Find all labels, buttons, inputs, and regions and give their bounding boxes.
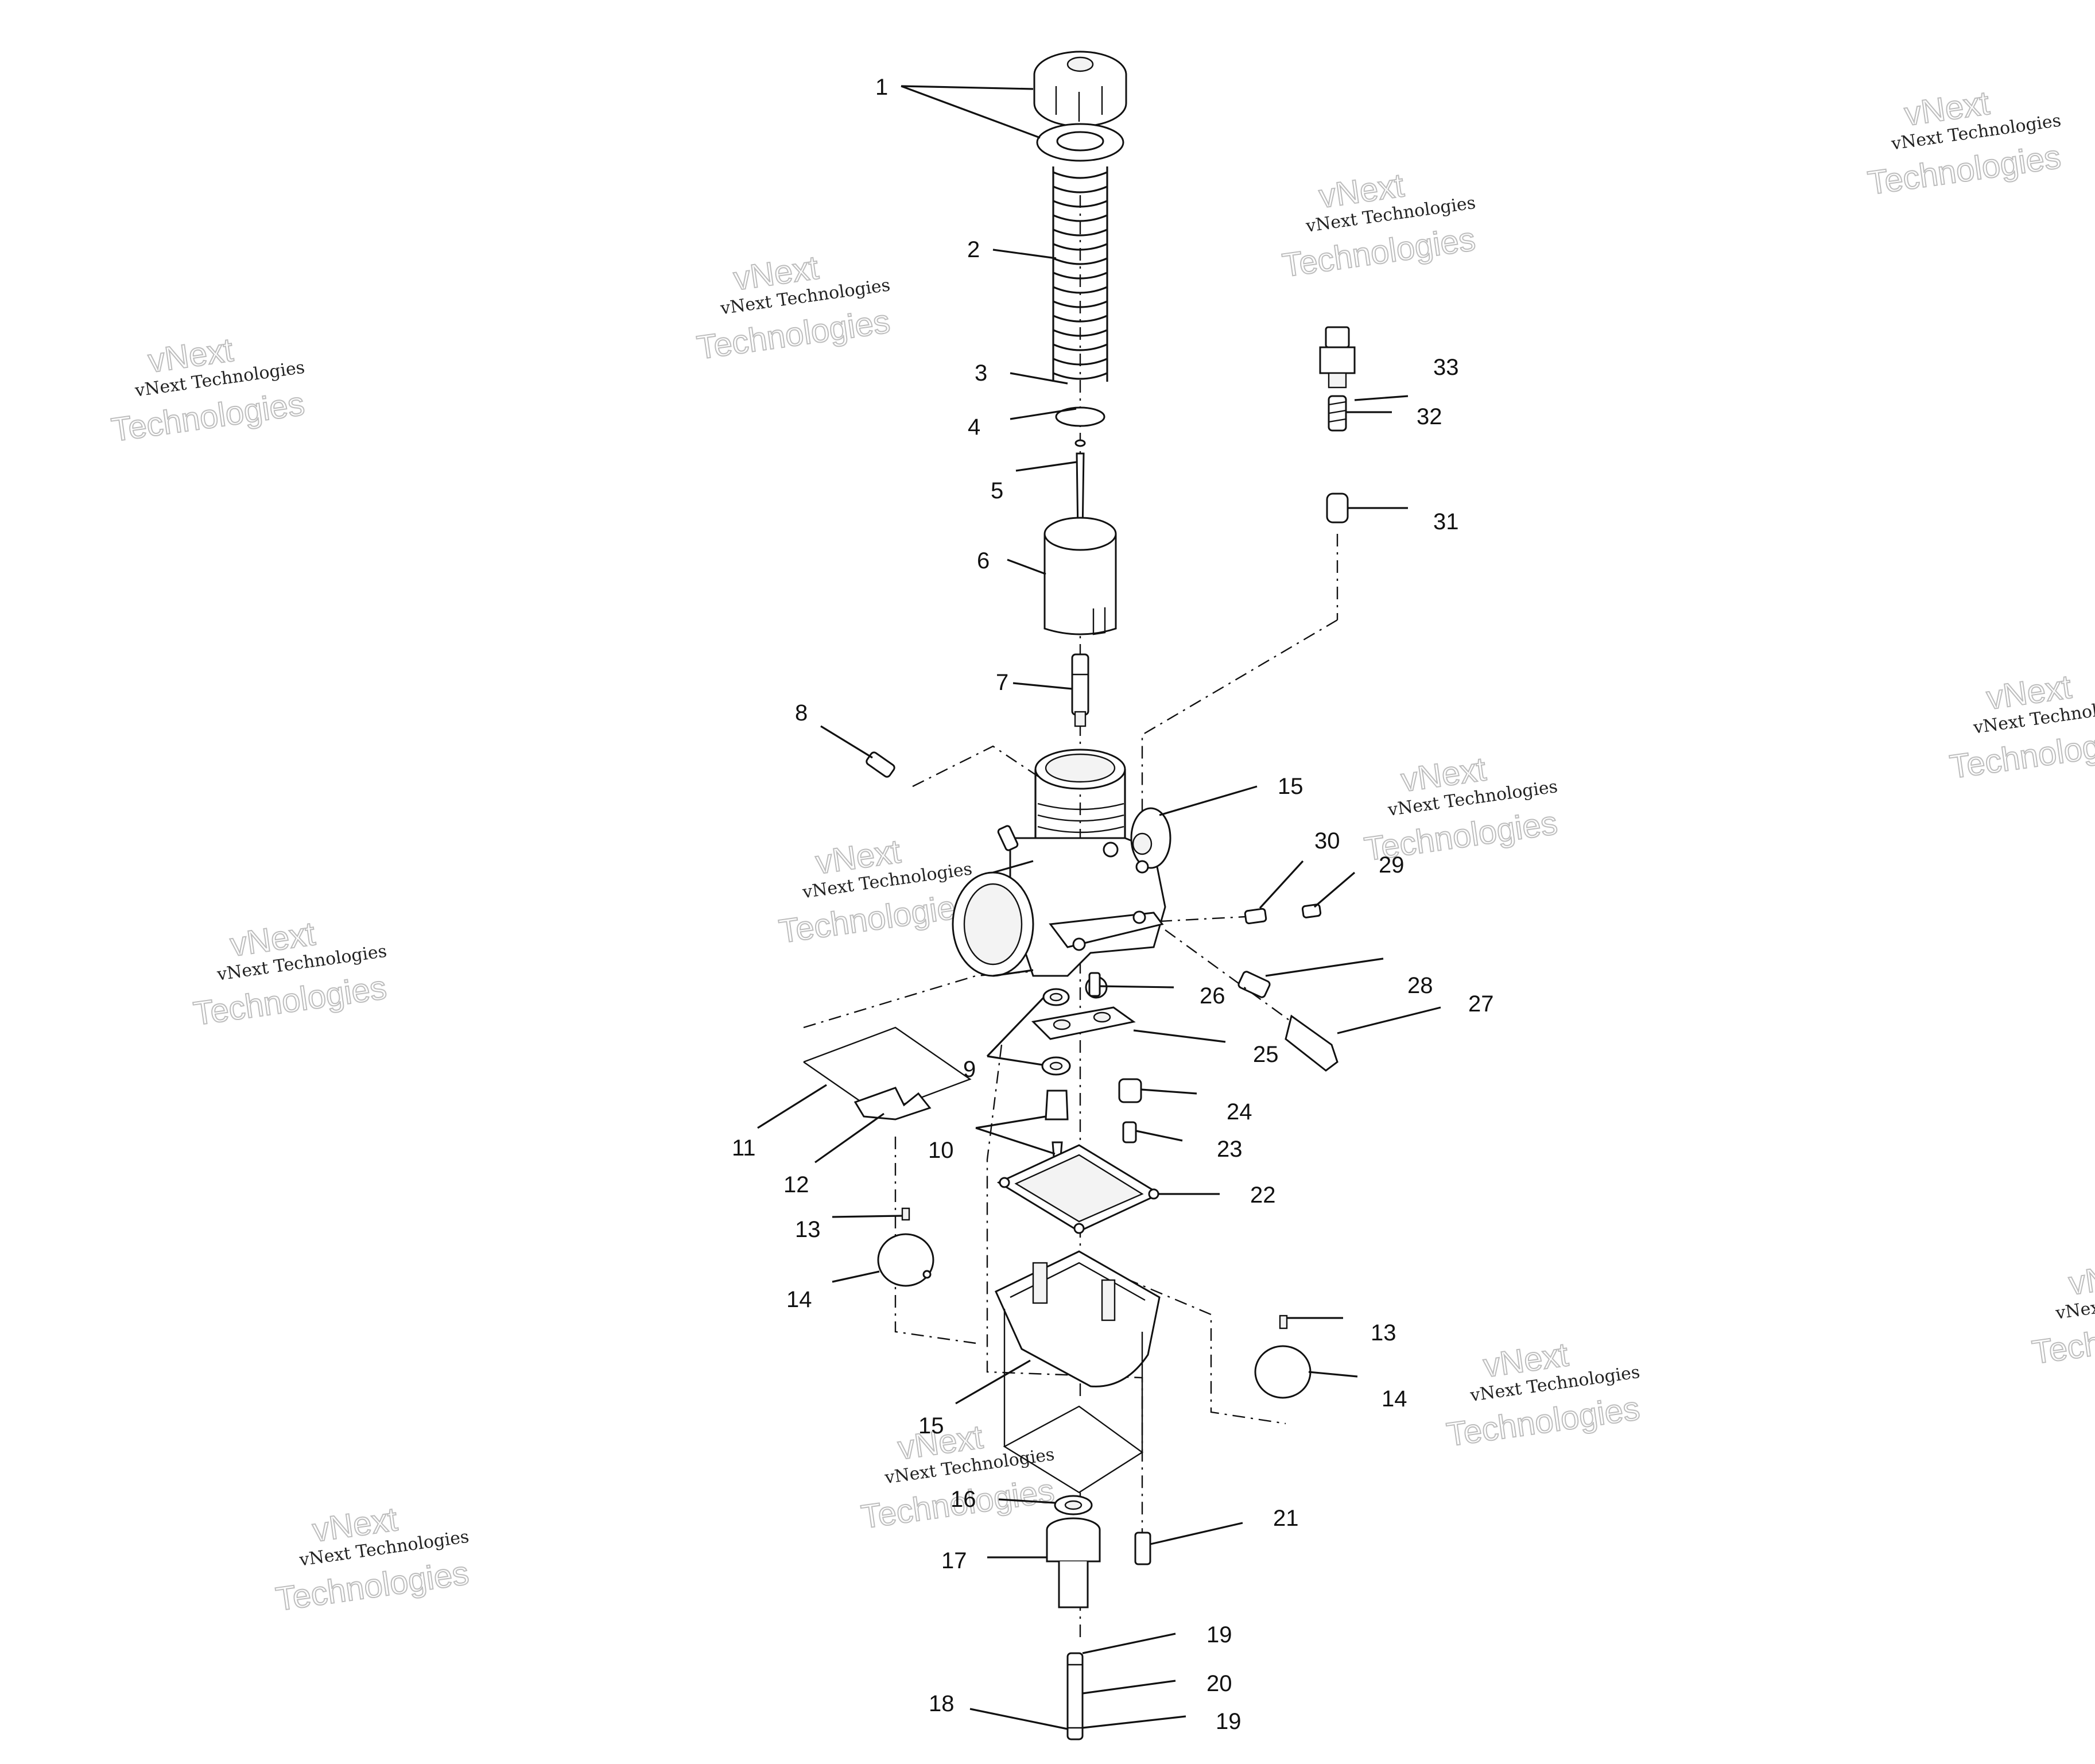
part-gasket-25 [1031,1006,1136,1040]
leader-lines [757,85,1441,1730]
callout-20: 20 [1206,1671,1232,1696]
part-washer-16 [1054,1495,1093,1515]
watermark: vNext Technologies vNext Technologies [694,249,893,367]
callout-6: 6 [977,548,990,573]
part-screw-29 [1301,904,1322,918]
part-cap [1033,51,1127,127]
axis-line [1165,929,1292,1022]
callout-13-right: 13 [1371,1320,1396,1346]
callout-7: 7 [996,670,1008,695]
part-screw-26 [1088,972,1101,997]
part-o-rings [1041,988,1071,1076]
watermark: vNext Technologies vNext Technologies [858,1417,1057,1536]
callout-19-top: 19 [1206,1622,1232,1647]
watermark: vNext Technologies vNext Technologies [273,1500,471,1619]
part-float-right [1254,1315,1312,1399]
watermark: vNext Technologies vNext Technologies [191,914,389,1033]
part-carburetor-body [952,749,1171,999]
callout-14-left: 14 [786,1287,812,1312]
part-jet-24 [1118,1078,1142,1103]
callout-15-bowl: 15 [918,1413,944,1439]
callout-18: 18 [929,1691,955,1716]
part-clip [1074,439,1086,447]
callout-4: 4 [968,414,980,440]
part-screw-30 [1244,908,1267,925]
watermark: vNext Technologies vNext Technologies [108,331,307,449]
callout-33: 33 [1433,355,1459,380]
callout-1: 1 [875,75,888,100]
watermark: vNext Technologies vNext Technologies [776,832,975,951]
callout-21: 21 [1273,1506,1299,1531]
callout-27: 27 [1468,991,1494,1017]
callout-12: 12 [783,1172,809,1197]
part-jet-31 [1326,493,1349,524]
axis-line [1159,916,1246,922]
part-throttle-valve-pin [1071,653,1089,727]
callout-13-left: 13 [795,1217,821,1242]
callout-17: 17 [941,1548,967,1573]
part-retainer [1055,406,1105,427]
callout-14-right: 14 [1382,1386,1407,1412]
callout-16: 16 [950,1487,976,1512]
part-screw-21 [1134,1532,1151,1565]
part-float-arm [853,1087,932,1121]
callout-11: 11 [732,1135,756,1161]
callout-30: 30 [1314,828,1340,854]
part-jet-23 [1122,1121,1137,1143]
callout-2: 2 [967,237,980,262]
callout-9: 9 [963,1057,976,1082]
callout-28: 28 [1407,973,1433,998]
callout-24: 24 [1227,1099,1252,1125]
callouts: 1 2 3 4 5 6 7 8 9 10 11 12 13 14 13 14 1… [732,75,1494,1734]
callout-22: 22 [1250,1183,1276,1208]
part-bowl-gasket [996,1144,1162,1234]
part-washer [1036,123,1124,162]
callout-19-bottom: 19 [1216,1709,1242,1734]
watermark: vNext Technologies vNext Technologies [1947,668,2095,786]
watermark: vNext Technologies vNext Technologies [2029,1253,2095,1372]
part-fitting-33 [1319,326,1356,389]
callout-23: 23 [1217,1137,1243,1162]
part-drain-plug-17 [1046,1517,1101,1608]
callout-25: 25 [1253,1042,1279,1067]
callout-5: 5 [991,478,1003,503]
watermark: vNext Technologies vNext Technologies [1361,750,1560,869]
callout-10: 10 [928,1138,954,1163]
callout-31: 31 [1433,509,1459,534]
part-adjuster-27 [1285,1014,1339,1072]
watermark-text: vNext [2066,1254,2095,1302]
callout-15-body: 15 [1278,774,1303,799]
callout-3: 3 [975,360,987,386]
callout-8: 8 [795,700,808,726]
callout-29: 29 [1379,852,1405,878]
part-spring [1052,166,1108,382]
part-float-arm-frame [803,1026,972,1115]
watermark: vNext Technologies vNext Technologies [1865,84,2063,203]
part-float-bowl [995,1250,1161,1494]
watermark: vNext Technologies vNext Technologies [1444,1335,1642,1454]
watermark: vNext Technologies vNext Technologies [1279,166,1478,285]
part-spring-32 [1328,395,1347,432]
part-float-left [877,1207,934,1287]
part-throttle-slide [1043,517,1117,635]
part-shaft [1066,1652,1084,1740]
callout-26: 26 [1200,983,1225,1009]
callout-32: 32 [1417,404,1442,429]
